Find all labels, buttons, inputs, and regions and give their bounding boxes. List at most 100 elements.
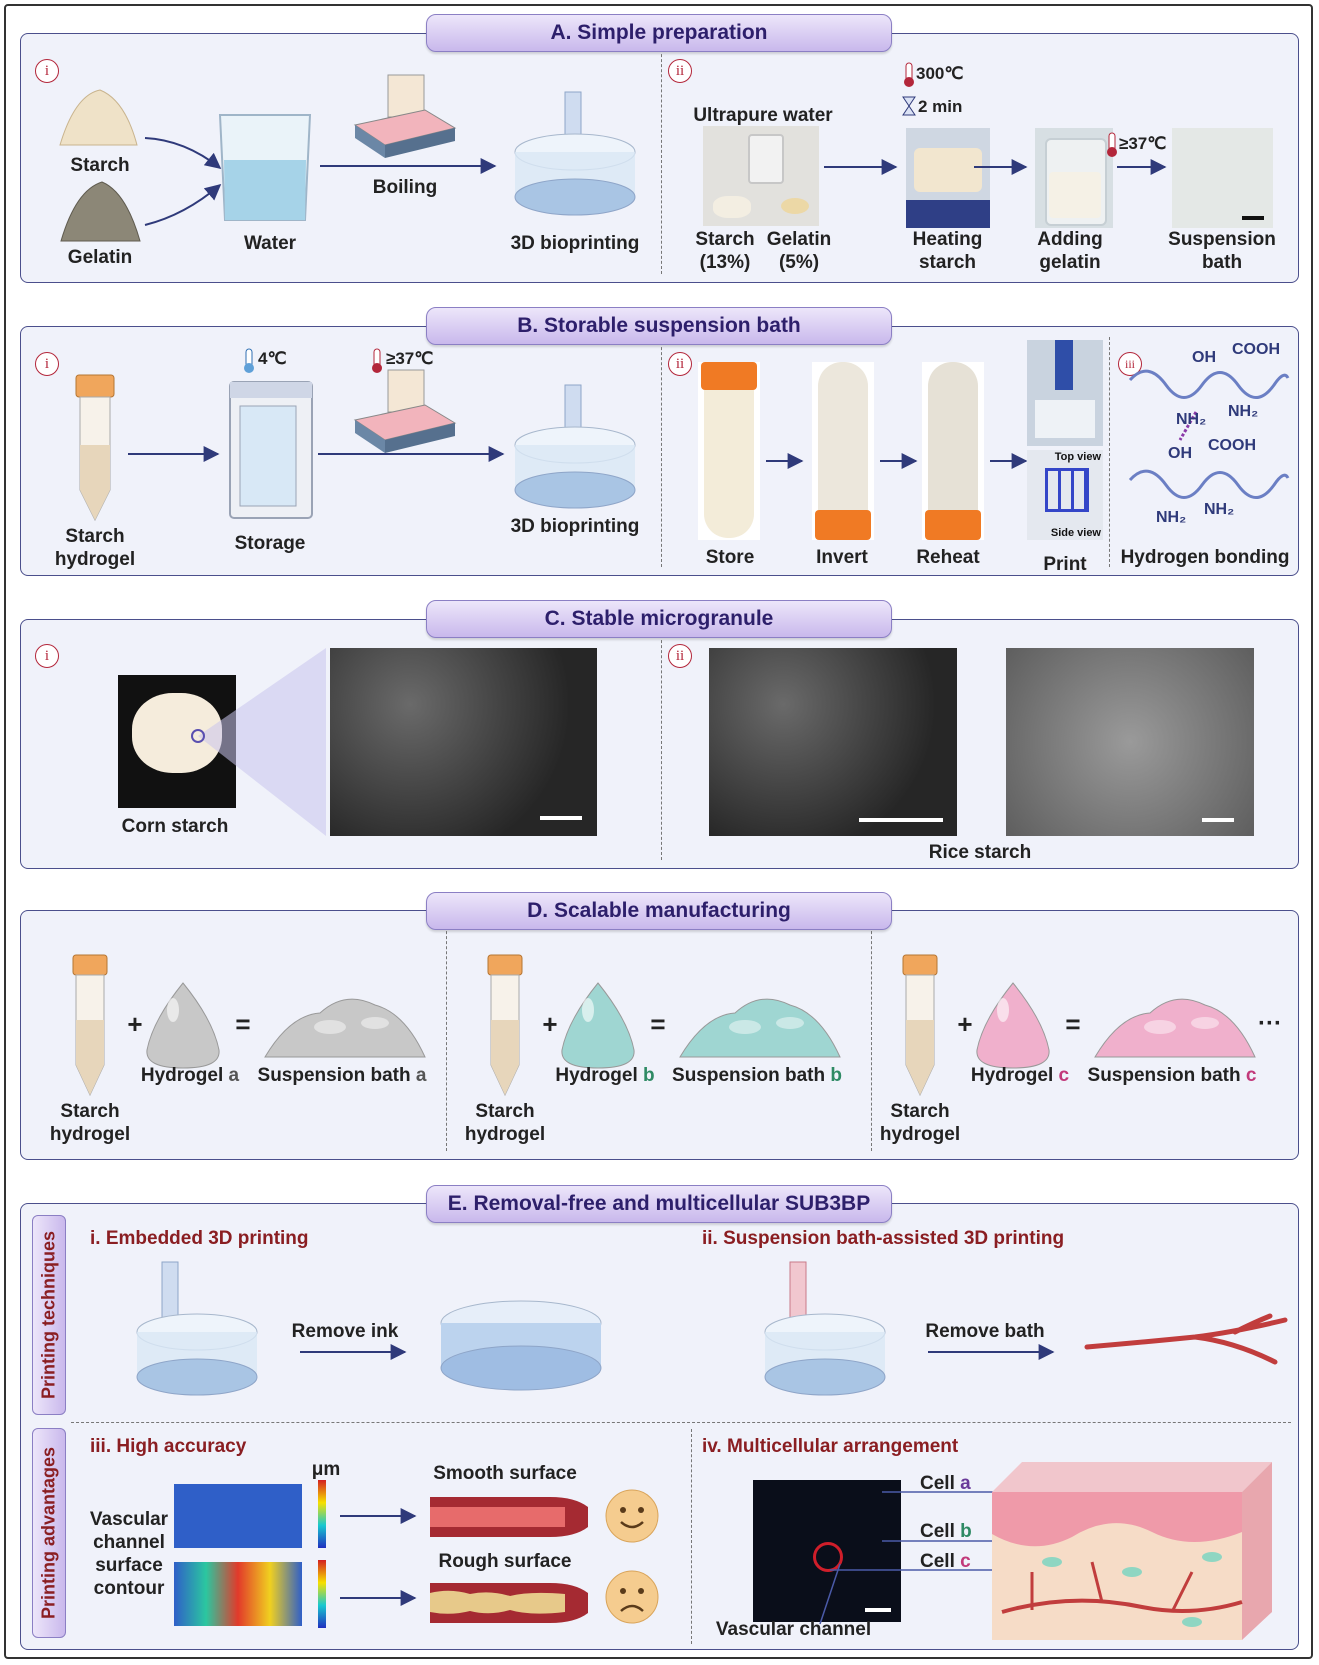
starch-hydrogel-label-0: Starch hydrogel xyxy=(49,1101,131,1145)
arrow-a-ii-1 xyxy=(824,159,898,175)
chem-nh2-b: NH₂ xyxy=(1228,403,1259,420)
suspension-bath-label-0: Suspension bath a xyxy=(257,1065,427,1086)
thermometer-icon-2 xyxy=(1107,132,1117,157)
ultrapure-water-label: Ultrapure water xyxy=(693,105,833,126)
rice-starch-sem-image xyxy=(709,648,957,836)
suspension-bath-label-1: Suspension bath b xyxy=(672,1065,842,1086)
corn-starch-sem-image xyxy=(330,648,597,836)
chem-cooh-2: COOH xyxy=(1208,437,1256,454)
suspension-assisted-printing-title: ii. Suspension bath-assisted 3D printing xyxy=(702,1228,1065,1249)
hydrogel-label-2: Hydrogel c xyxy=(970,1065,1070,1086)
corn-starch-label: Corn starch xyxy=(121,816,229,837)
equals-sign-2: = xyxy=(1065,1009,1081,1039)
hotplate-icon xyxy=(353,74,457,158)
rough-vessel-icon xyxy=(430,1583,588,1623)
hydrogen-bonding-label: Hydrogen bonding xyxy=(1120,547,1290,568)
starch-hydrogel-label-1: Starch hydrogel xyxy=(464,1101,546,1145)
gelatin-5-label: Gelatin (5%) xyxy=(766,229,832,273)
starch-powder-icon xyxy=(59,89,138,146)
panel-c-subpanel-ii-marker: ii xyxy=(668,644,692,668)
hydrogel-drop-icon-0 xyxy=(146,982,220,1069)
equals-sign-0: = xyxy=(235,1009,251,1039)
starch-tube-icon-1 xyxy=(487,954,523,1097)
boiling-label: Boiling xyxy=(372,177,438,198)
vascular-channel-label: Vascular channel xyxy=(715,1619,872,1640)
arrow-store-invert xyxy=(766,453,804,469)
figure-frame xyxy=(4,4,1313,1659)
rice-starch-label: Rice starch xyxy=(928,842,1032,863)
assisted-dish-icon xyxy=(764,1261,886,1396)
arrow-to-printing xyxy=(318,446,505,462)
gelatin-temp-label: ≥37℃ xyxy=(1119,134,1167,153)
bioprinting-dish-icon-b xyxy=(514,384,636,509)
printing-techniques-tab: Printing techniques xyxy=(32,1215,66,1415)
print-setup-photo xyxy=(1027,340,1103,446)
fluorescence-image xyxy=(753,1480,901,1622)
adding-gelatin-photo xyxy=(1035,128,1113,228)
gelatin-label: Gelatin xyxy=(67,247,133,268)
remove-bath-label: Remove bath xyxy=(925,1321,1045,1342)
refrigerator-icon xyxy=(229,381,313,519)
sad-face-icon xyxy=(605,1570,659,1624)
chem-nh2-d: NH₂ xyxy=(1204,501,1235,518)
hydrogel-drop-icon-2 xyxy=(976,982,1050,1069)
starch-gelatin-photo xyxy=(703,126,819,226)
store-tube-photo xyxy=(698,362,760,540)
heating-starch-photo xyxy=(906,128,990,228)
thermometer-icon xyxy=(904,62,914,87)
starch-tube-icon-2 xyxy=(902,954,938,1097)
hydrogen-bonding-diagram xyxy=(1128,369,1290,499)
bioprinting-dish-icon xyxy=(514,91,636,216)
chem-nh2-c: NH₂ xyxy=(1156,509,1187,526)
chem-oh-1: OH xyxy=(1192,349,1216,366)
rough-contour-map xyxy=(174,1562,302,1626)
panel-d xyxy=(20,910,1299,1160)
cold-thermometer-icon xyxy=(244,348,254,373)
chem-cooh-1: COOH xyxy=(1232,341,1280,358)
panel-e-title: E. Removal-free and multicellular SUB3BP xyxy=(426,1185,892,1223)
arrow-smooth xyxy=(340,1508,417,1524)
multicellular-title: iv. Multicellular arrangement xyxy=(702,1436,959,1457)
adding-gelatin-label: Adding gelatin xyxy=(1037,229,1103,273)
panel-a-subpanel-ii-marker: ii xyxy=(668,59,692,83)
starch-tube-icon-0 xyxy=(72,954,108,1097)
starch-13-label: Starch (13%) xyxy=(695,229,755,273)
water-label: Water xyxy=(243,233,297,254)
suspension-bath-icon-2 xyxy=(1094,998,1256,1058)
embedded-printing-title: i. Embedded 3D printing xyxy=(90,1228,309,1249)
suspension-bath-icon-0 xyxy=(264,998,426,1058)
chem-nh2-a: NH₂ xyxy=(1176,411,1207,428)
vascular-contour-label: Vascular channel surface contour xyxy=(89,1509,169,1599)
cell-b-label: Cell b xyxy=(920,1521,972,1542)
store-label: Store xyxy=(705,547,755,568)
rice-starch-micrograph xyxy=(1006,648,1254,836)
arrow-reheat-print xyxy=(990,453,1028,469)
print-label: Print xyxy=(1043,554,1087,575)
hydrogel-drop-icon-1 xyxy=(561,982,635,1069)
smooth-vessel-icon xyxy=(430,1497,588,1537)
arrow-a-ii-3 xyxy=(1117,159,1167,175)
plus-sign-2: + xyxy=(957,1009,973,1039)
top-view-label: Top view xyxy=(1054,451,1101,463)
suspension-bath-label-2: Suspension bath c xyxy=(1087,1065,1257,1086)
starch-hydrogel-label: Starch hydrogel xyxy=(54,526,136,570)
heating-starch-label: Heating starch xyxy=(912,229,983,273)
micrometer-unit-label: μm xyxy=(311,1459,341,1480)
side-view-label: Side view xyxy=(1050,527,1101,539)
arrows-to-beaker xyxy=(144,137,222,226)
panel-a-subpanel-i-marker: i xyxy=(35,59,59,83)
smiling-face-icon xyxy=(605,1489,659,1543)
storage-temp-label: 4℃ xyxy=(258,349,287,368)
starch-hydrogel-label-2: Starch hydrogel xyxy=(879,1101,961,1145)
suspension-bath-photo xyxy=(1172,128,1273,228)
gelatin-powder-icon xyxy=(60,181,141,242)
arrow-invert-reheat xyxy=(880,453,918,469)
arrow-rough xyxy=(340,1590,417,1606)
rough-colorbar xyxy=(318,1560,326,1628)
embedded-dish-icon xyxy=(136,1261,258,1396)
print-top-view-photo: Top view Side view xyxy=(1027,450,1103,540)
panel-a-title: A. Simple preparation xyxy=(426,14,892,52)
arrow-boiling xyxy=(320,158,497,174)
cell-a-label: Cell a xyxy=(920,1473,971,1494)
plus-sign-1: + xyxy=(542,1009,558,1039)
